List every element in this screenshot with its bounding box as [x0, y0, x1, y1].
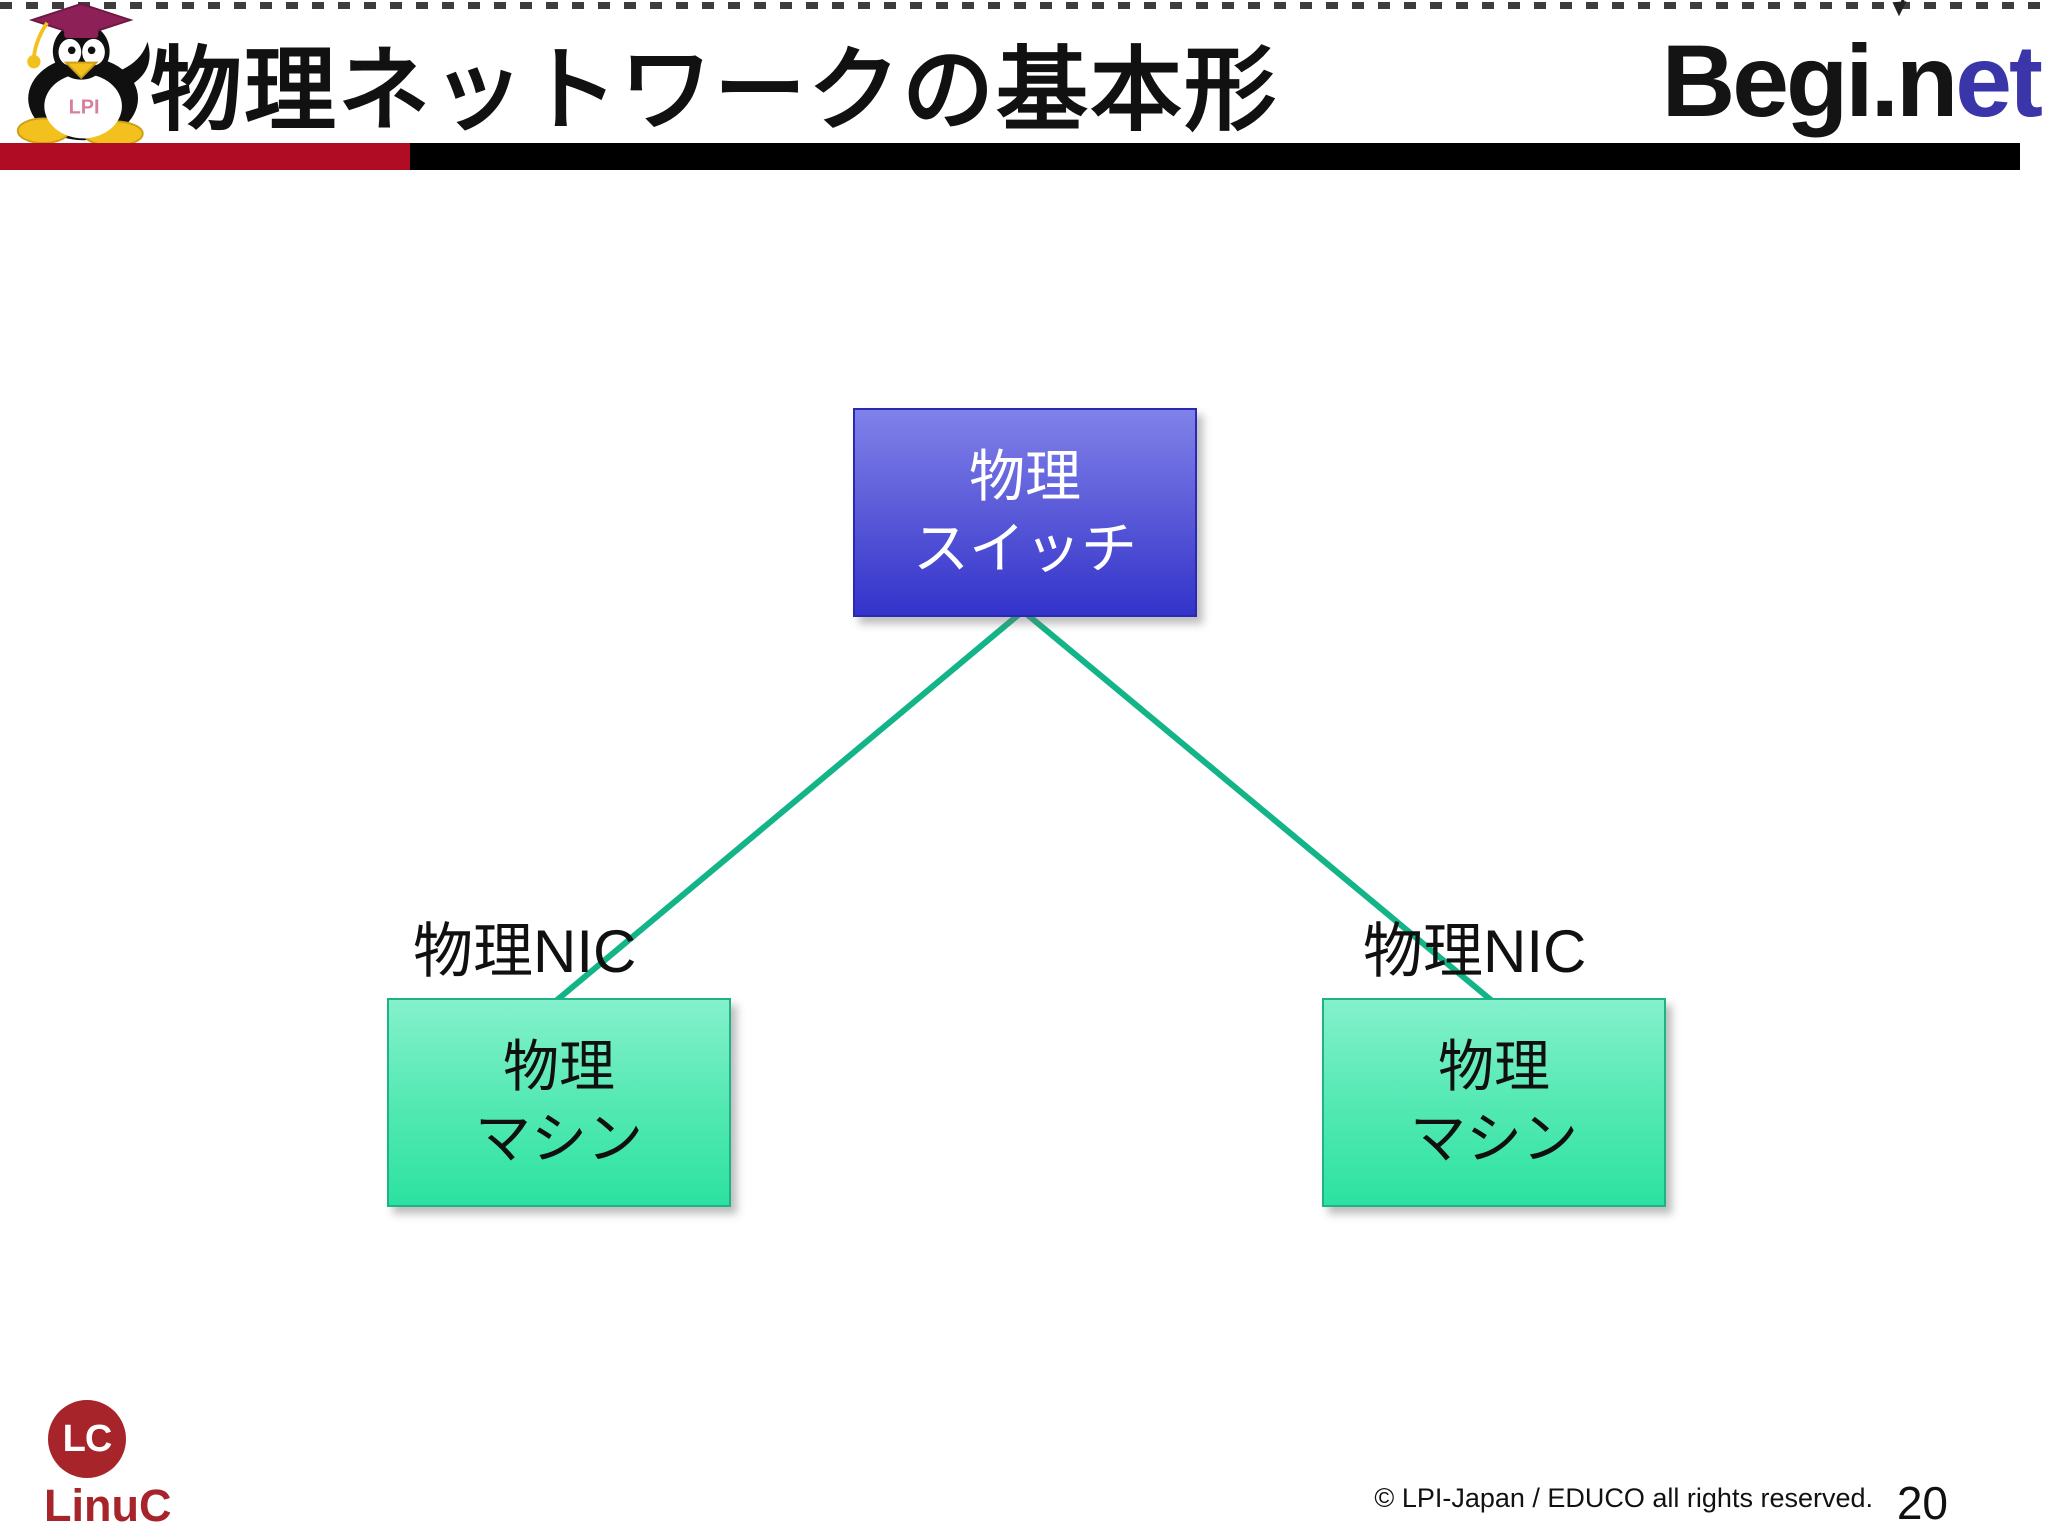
copyright-text: © LPI-Japan / EDUCO all rights reserved.: [1374, 1483, 1873, 1513]
doodle-arrow-icon: [1892, 0, 1907, 17]
nic-label-right: 物理NIC: [1363, 918, 1587, 985]
accent-bar: [0, 143, 2020, 170]
accent-bar-black-segment: [410, 143, 2020, 170]
physical-machine-left-label-line1: 物理: [503, 1035, 615, 1099]
accent-bar-red-segment: [0, 143, 410, 170]
physical-machine-right-label-line2: マシン: [1410, 1106, 1578, 1170]
tux-graduate-mascot-icon: LPI: [16, 2, 150, 144]
physical-machine-node-right: 物理 マシン: [1322, 998, 1666, 1207]
linuc-badge-text: LC: [62, 1417, 113, 1460]
beginet-logo: Begi . n et: [1661, 0, 2043, 138]
physical-machine-node-left: 物理 マシン: [387, 998, 731, 1207]
beginet-logo-dot-wrap: .: [1871, 0, 1907, 132]
physical-machine-right-label-line1: 物理: [1438, 1035, 1550, 1099]
physical-machine-left-label-line2: マシン: [475, 1106, 643, 1170]
physical-switch-node: 物理 スイッチ: [853, 408, 1197, 617]
beginet-logo-dot: .: [1870, 24, 1899, 138]
beginet-logo-black-part: Begi: [1661, 24, 1874, 138]
linuc-wordmark: LinuC: [44, 1480, 172, 1531]
beginet-logo-n-part: n: [1895, 24, 1958, 138]
physical-switch-label-line1: 物理: [969, 445, 1081, 509]
nic-label-left: 物理NIC: [413, 918, 637, 985]
physical-switch-label-line2: スイッチ: [913, 516, 1137, 580]
top-dashed-border: [0, 2, 2048, 9]
mascot-shirt-text: LPI: [69, 97, 100, 119]
page-number: 20: [1896, 1477, 1948, 1529]
slide-title: 物理ネットワークの基本形: [150, 40, 1279, 142]
beginet-logo-blue-part: et: [1955, 24, 2043, 138]
linuc-logo: LC LinuC: [44, 1400, 171, 1532]
linuc-badge-circle: LC: [48, 1400, 126, 1478]
